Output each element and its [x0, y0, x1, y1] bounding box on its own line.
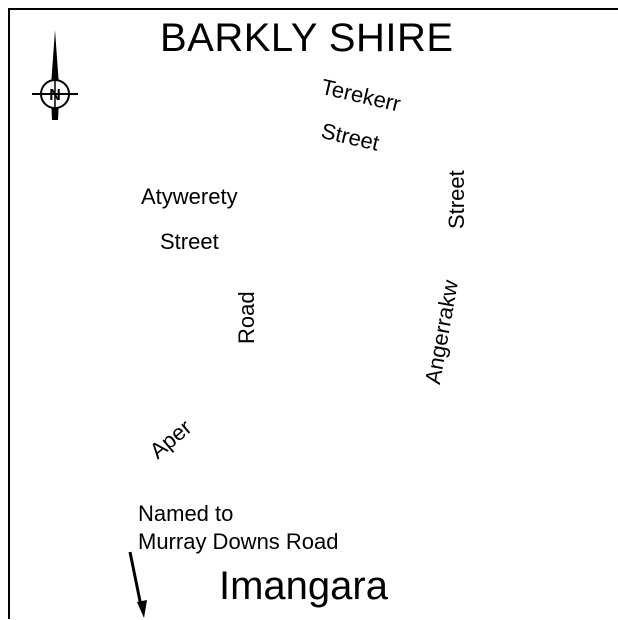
terekerr-street-name: Terekerr — [318, 74, 404, 117]
north-arrow-icon: N — [32, 30, 78, 120]
naming-note-line2: Murray Downs Road — [138, 529, 339, 554]
map-title: BARKLY SHIRE — [160, 16, 454, 60]
terekerr-street-suffix: Street — [318, 118, 382, 156]
map-frame-top — [8, 8, 618, 10]
map-frame-left — [8, 8, 10, 619]
compass-letter: N — [49, 87, 61, 104]
angerrakw-street-name: Angerrakw — [420, 278, 463, 386]
place-name-imangara: Imangara — [219, 564, 388, 608]
angerrakw-street-suffix: Street — [444, 170, 469, 229]
road-label: Road — [234, 291, 259, 344]
atywerety-street-name: Atywerety — [141, 184, 238, 209]
naming-note-line1: Named to — [138, 501, 234, 526]
atywerety-street-suffix: Street — [160, 229, 219, 254]
direction-arrow-icon — [128, 551, 147, 618]
aper-road-label: Aper — [144, 414, 197, 464]
